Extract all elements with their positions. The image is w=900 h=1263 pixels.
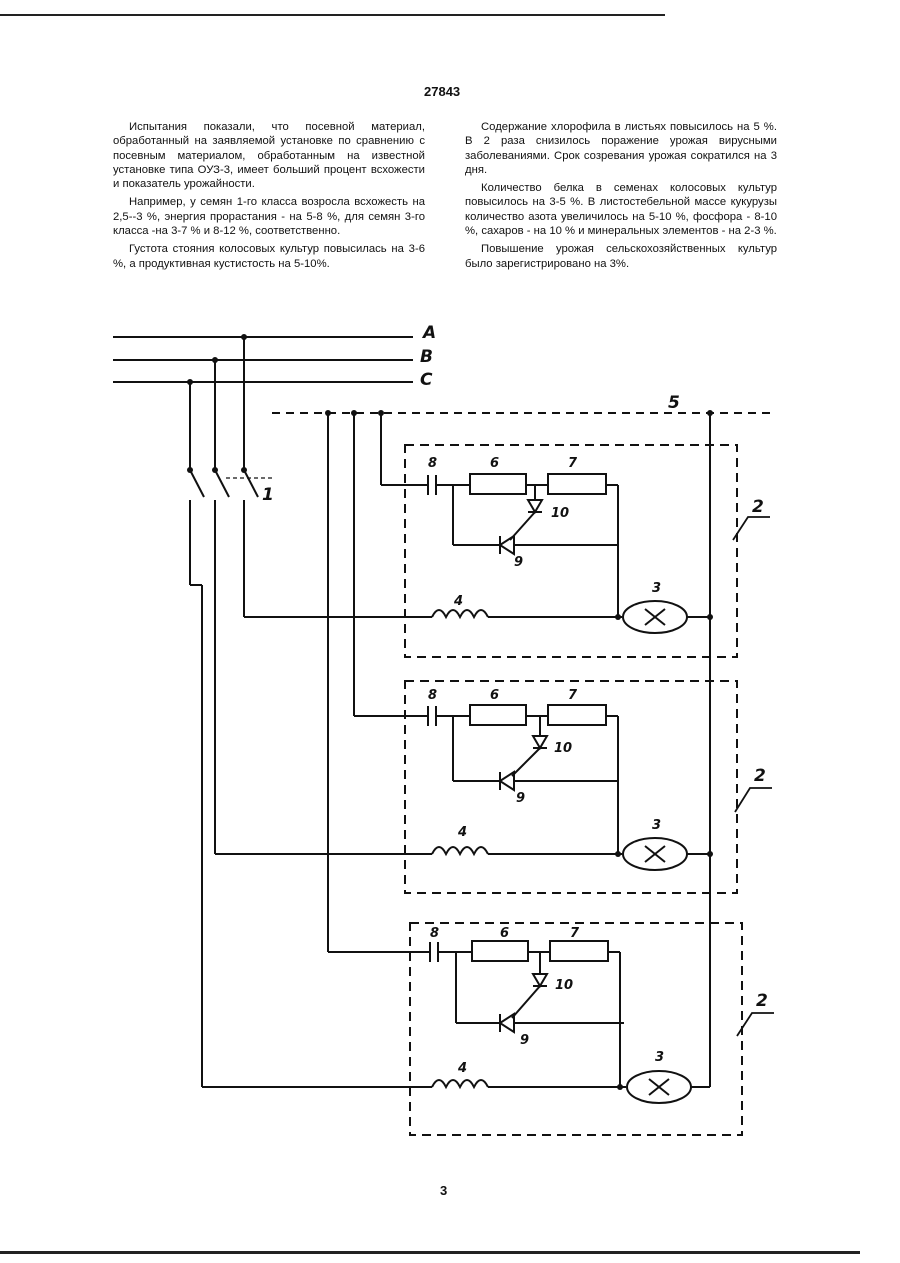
unit-3	[202, 923, 742, 1135]
capacitor-label-3: 8	[430, 926, 439, 941]
switch-label: 1	[262, 485, 274, 505]
diode-9-label-1: 9	[514, 555, 523, 570]
three-pole-switch	[190, 470, 272, 520]
diode-9-label-2: 9	[516, 791, 525, 806]
lamp-label-3: 3	[655, 1050, 664, 1065]
inductor-label-2: 4	[457, 825, 467, 840]
inductor-label-1: 4	[453, 594, 463, 609]
diode-10-label-2: 10	[554, 741, 572, 756]
unit-label-2: 2	[754, 766, 766, 786]
unit-1	[244, 445, 737, 657]
neutral-label: 5	[668, 393, 680, 413]
resistor-7-label-1: 7	[568, 456, 578, 471]
unit-2	[215, 681, 737, 893]
lamp-label-1: 3	[652, 581, 661, 596]
unit-label-1: 2	[752, 497, 764, 517]
resistor-7-label-3: 7	[570, 926, 580, 941]
phase-b-label: B	[420, 347, 433, 367]
unit-label-3: 2	[756, 991, 768, 1011]
page-number-bottom: 3	[440, 1183, 447, 1198]
resistor-6-label-3: 6	[500, 926, 509, 941]
resistor-6-label-2: 6	[490, 688, 499, 703]
lamp-label-2: 3	[652, 818, 661, 833]
phase-a-label: A	[421, 323, 436, 343]
resistor-6-label-1: 6	[490, 456, 499, 471]
diode-10-label-1: 10	[551, 506, 569, 521]
diode-10-label-3: 10	[555, 978, 573, 993]
inductor-label-3: 4	[457, 1061, 467, 1076]
capacitor-label-1: 8	[428, 456, 437, 471]
bottom-rule	[0, 1251, 860, 1254]
phase-c-label: C	[420, 370, 433, 390]
capacitor-label-2: 8	[428, 688, 437, 703]
resistor-7-label-2: 7	[568, 688, 578, 703]
diode-9-label-3: 9	[520, 1033, 529, 1048]
